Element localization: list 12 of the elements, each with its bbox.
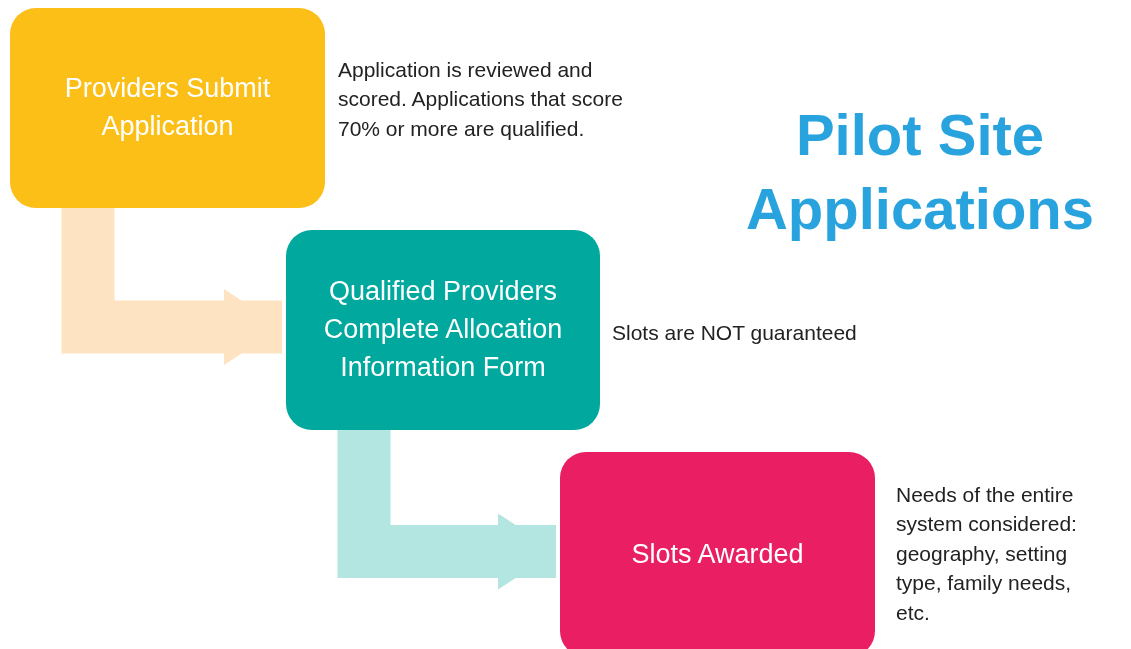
process-box bbox=[286, 230, 600, 430]
step-note: Application is reviewed and scored. Applications that score 70% or more are qualified. bbox=[338, 57, 624, 142]
process-box bbox=[560, 452, 875, 649]
bent-arrow bbox=[337, 430, 556, 590]
process-box bbox=[10, 8, 325, 208]
step-note: Slots are NOT guaranteed bbox=[612, 320, 858, 346]
step-label: Providers Submit Application bbox=[63, 72, 272, 143]
title: Pilot Site Applications bbox=[745, 101, 1095, 243]
step-label: Slots Awarded bbox=[631, 537, 804, 571]
step-label: Qualified Providers Complete Allocation Information Form bbox=[322, 275, 564, 384]
step-note: Needs of the entire system considered: geography, setting type, family needs, etc. bbox=[896, 482, 1078, 626]
bent-arrow bbox=[61, 208, 282, 365]
